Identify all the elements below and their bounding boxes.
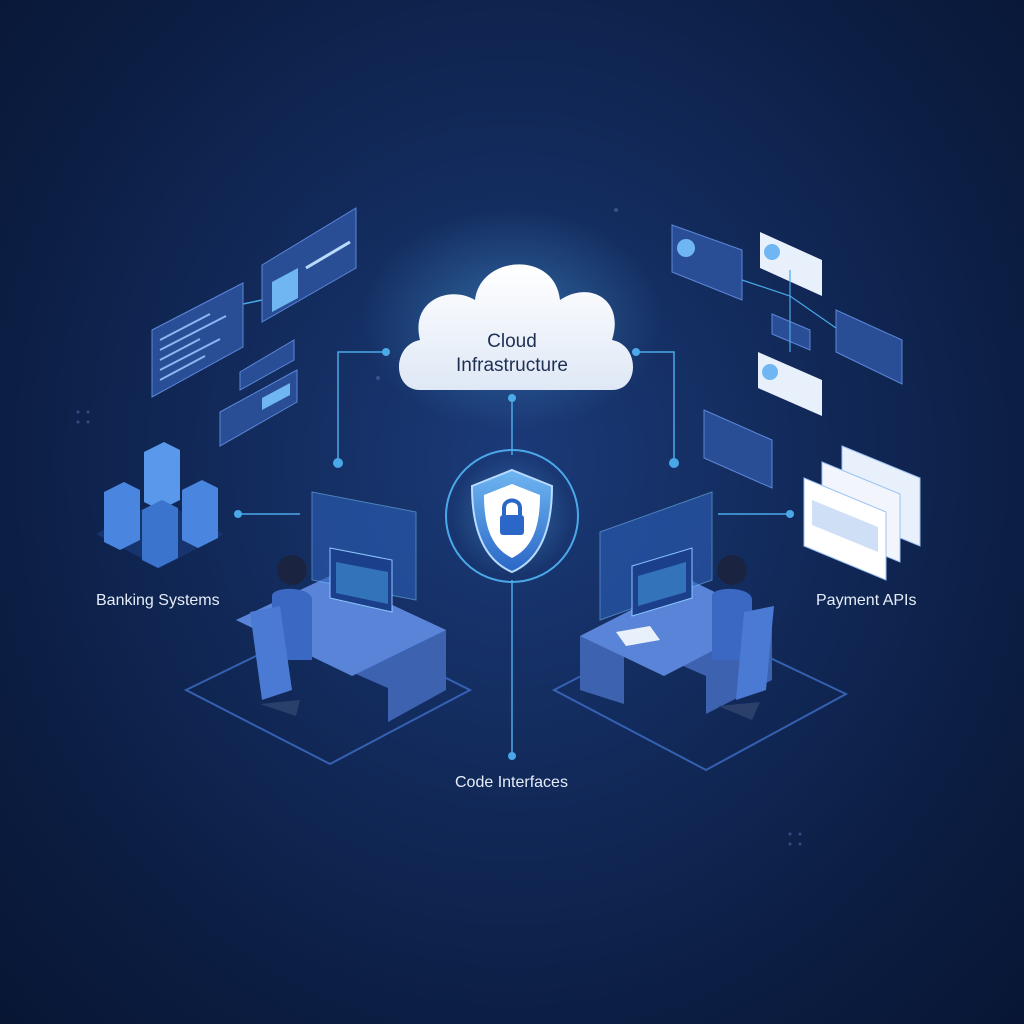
cloud-icon — [362, 210, 662, 430]
banking-systems-label: Banking Systems — [96, 592, 220, 609]
developer-workstation-left — [183, 491, 473, 766]
cloud-label-line1: Cloud — [487, 331, 537, 352]
server-buildings-icon — [96, 442, 224, 568]
code-panels-left — [151, 207, 357, 447]
cloud-infrastructure-label: Cloud Infrastructure — [412, 330, 612, 378]
ambient-dots — [76, 208, 802, 846]
browser-windows-icon — [803, 445, 921, 581]
code-interfaces-label: Code Interfaces — [455, 774, 568, 791]
payment-apis-label: Payment APIs — [816, 592, 917, 609]
developer-workstation-right — [551, 491, 849, 772]
cloud-label-line2: Infrastructure — [456, 355, 568, 376]
shield-lock-icon — [445, 449, 579, 583]
api-panels-right — [671, 224, 903, 489]
